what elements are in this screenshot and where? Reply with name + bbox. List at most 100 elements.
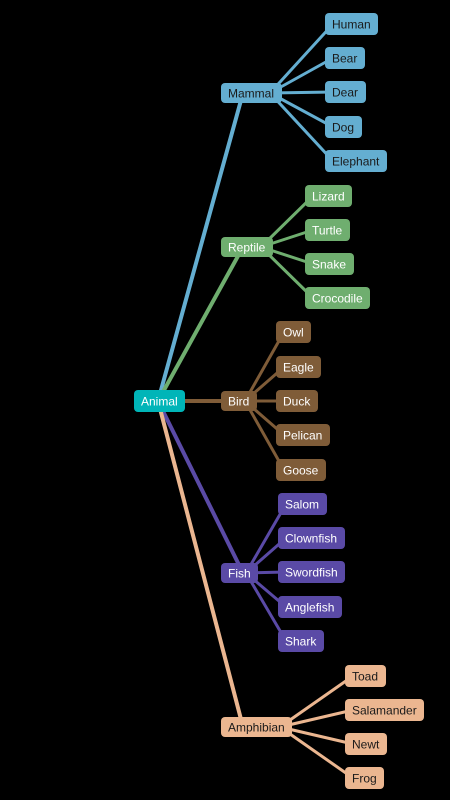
leaf-node-crocodile-label: Crocodile (312, 292, 363, 306)
leaf-node-duck-label: Duck (283, 395, 311, 409)
leaf-node-elephant[interactable]: Elephant (325, 150, 387, 172)
category-node-fish-label: Fish (228, 567, 251, 581)
leaf-node-bear-label: Bear (332, 52, 357, 66)
leaf-node-pelican-box (276, 424, 330, 446)
leaf-node-elephant-box (325, 150, 387, 172)
edge-amphibian-frog (278, 725, 355, 780)
edge-mammal-elephant (268, 91, 335, 163)
leaf-node-owl-label: Owl (283, 326, 304, 340)
leaf-node-owl[interactable]: Owl (276, 321, 311, 343)
edge-amphibian-toad (278, 674, 355, 729)
leaf-node-dog-label: Dog (332, 121, 354, 135)
leaf-node-clownfish[interactable]: Clownfish (278, 527, 345, 549)
leaf-node-turtle[interactable]: Turtle (305, 219, 350, 241)
leaf-node-turtle-label: Turtle (312, 224, 343, 238)
leaf-node-lizard[interactable]: Lizard (305, 185, 352, 207)
edge-mammal-human (268, 22, 335, 95)
category-node-bird[interactable]: Bird (221, 391, 257, 411)
category-node-reptile-box (221, 237, 273, 257)
leaf-node-swordfish-label: Swordfish (285, 566, 338, 580)
leaf-node-anglefish[interactable]: Anglefish (278, 596, 342, 618)
leaf-node-frog[interactable]: Frog (345, 767, 384, 789)
leaf-node-owl-box (276, 321, 311, 343)
category-node-fish-box (221, 563, 258, 583)
leaf-node-toad-box (345, 665, 386, 687)
edge-amphibian-salamander (278, 708, 355, 729)
category-node-mammal-label: Mammal (228, 87, 274, 101)
leaf-node-eagle-box (276, 356, 321, 378)
category-node-bird-box (221, 391, 257, 411)
leaf-node-newt[interactable]: Newt (345, 733, 387, 755)
leaf-node-salom-label: Salom (285, 498, 319, 512)
category-node-amphibian-label: Amphibian (228, 721, 285, 735)
leaf-node-dog-box (325, 116, 362, 138)
leaf-node-clownfish-box (278, 527, 345, 549)
leaf-node-human-box (325, 13, 378, 35)
category-node-amphibian-box (221, 717, 292, 737)
edge-animal-fish (156, 399, 245, 575)
leaf-node-salamander-box (345, 699, 424, 721)
leaf-node-shark-label: Shark (285, 635, 317, 649)
leaf-node-crocodile[interactable]: Crocodile (305, 287, 370, 309)
root-node-animal-label: Animal (141, 395, 178, 409)
leaf-node-swordfish-box (278, 561, 345, 583)
leaf-node-anglefish-label: Anglefish (285, 601, 334, 615)
leaf-node-salom-box (278, 493, 327, 515)
leaf-node-toad-label: Toad (352, 670, 378, 684)
leaf-node-snake[interactable]: Snake (305, 253, 354, 275)
leaf-node-dear-box (325, 81, 366, 103)
category-node-mammal[interactable]: Mammal (221, 83, 282, 103)
leaf-node-pelican[interactable]: Pelican (276, 424, 330, 446)
leaf-node-shark[interactable]: Shark (278, 630, 324, 652)
edge-animal-amphibian (156, 399, 245, 729)
leaf-node-salamander[interactable]: Salamander (345, 699, 424, 721)
edge-animal-mammal (156, 91, 245, 403)
leaf-node-salamander-label: Salamander (352, 704, 417, 718)
leaf-node-swordfish[interactable]: Swordfish (278, 561, 345, 583)
category-node-reptile[interactable]: Reptile (221, 237, 273, 257)
edge-animal-reptile (156, 245, 245, 403)
leaf-node-human[interactable]: Human (325, 13, 378, 35)
leaf-node-snake-label: Snake (312, 258, 346, 272)
leaf-node-frog-box (345, 767, 384, 789)
root-node-animal[interactable]: Animal (134, 390, 185, 412)
category-node-bird-label: Bird (228, 395, 249, 409)
leaf-node-elephant-label: Elephant (332, 155, 380, 169)
leaf-node-frog-label: Frog (352, 772, 377, 786)
leaf-node-eagle-label: Eagle (283, 361, 314, 375)
leaf-node-eagle[interactable]: Eagle (276, 356, 321, 378)
category-node-reptile-label: Reptile (228, 241, 266, 255)
leaf-node-shark-box (278, 630, 324, 652)
leaf-node-newt-label: Newt (352, 738, 380, 752)
leaf-node-toad[interactable]: Toad (345, 665, 386, 687)
leaf-node-lizard-box (305, 185, 352, 207)
leaf-node-crocodile-box (305, 287, 370, 309)
leaf-node-bear[interactable]: Bear (325, 47, 365, 69)
edge-bird-goose (243, 399, 286, 472)
leaf-node-newt-box (345, 733, 387, 755)
category-node-fish[interactable]: Fish (221, 563, 258, 583)
leaf-node-goose[interactable]: Goose (276, 459, 326, 481)
edge-fish-shark (244, 571, 288, 643)
leaf-node-duck-box (276, 390, 318, 412)
leaf-node-snake-box (305, 253, 354, 275)
leaf-node-human-label: Human (332, 18, 371, 32)
leaf-node-goose-label: Goose (283, 464, 319, 478)
leaf-node-lizard-label: Lizard (312, 190, 345, 204)
leaf-node-dog[interactable]: Dog (325, 116, 362, 138)
leaf-node-dear[interactable]: Dear (325, 81, 366, 103)
edge-bird-owl (243, 330, 286, 403)
leaf-node-clownfish-label: Clownfish (285, 532, 337, 546)
edge-fish-salom (244, 502, 288, 575)
category-node-mammal-box (221, 83, 282, 103)
leaf-node-goose-box (276, 459, 326, 481)
leaf-node-anglefish-box (278, 596, 342, 618)
leaf-node-duck[interactable]: Duck (276, 390, 318, 412)
leaf-node-salom[interactable]: Salom (278, 493, 327, 515)
edge-amphibian-newt (278, 725, 355, 746)
root-node-animal-box (134, 390, 185, 412)
leaf-node-bear-box (325, 47, 365, 69)
category-node-amphibian[interactable]: Amphibian (221, 717, 292, 737)
